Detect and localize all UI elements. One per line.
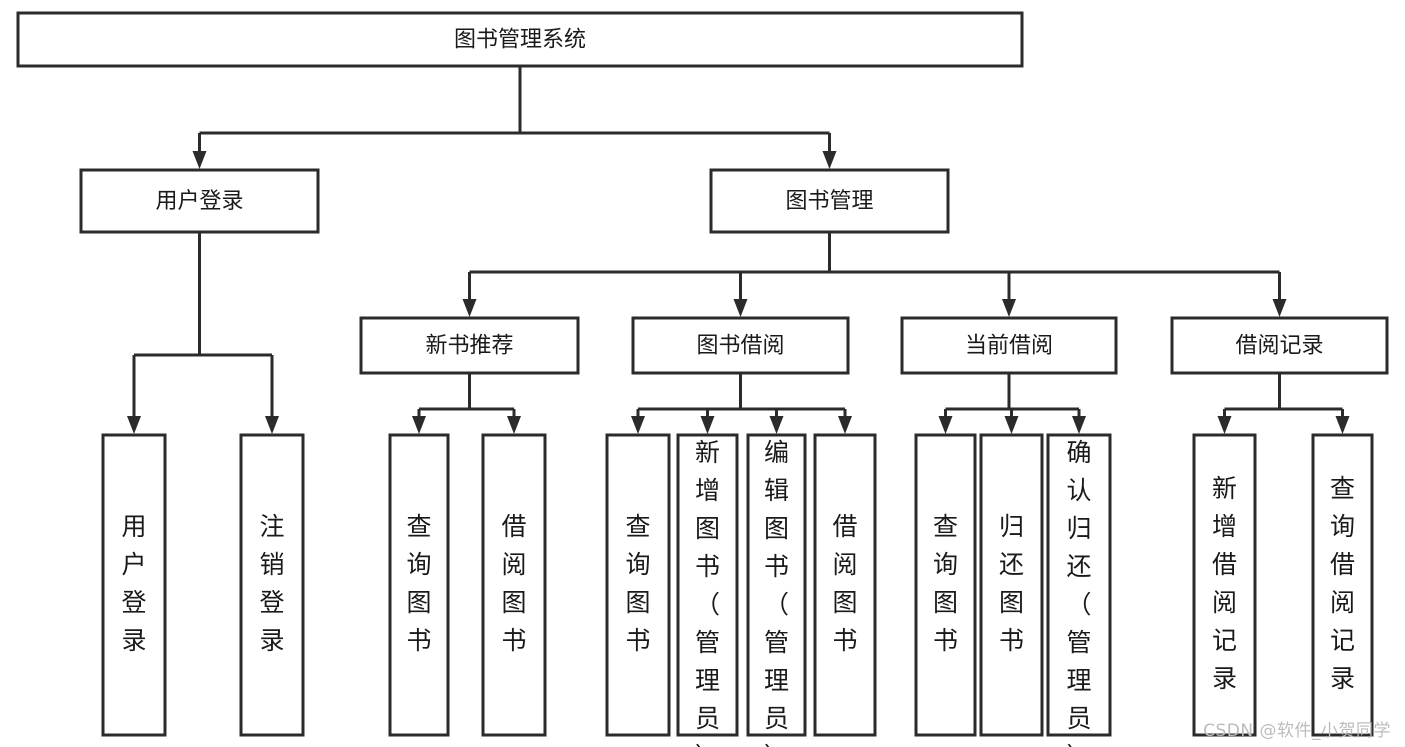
node-box (79, 168, 320, 234)
node-current-borrow[interactable]: 当前借阅 (900, 316, 1118, 375)
node-box (359, 316, 580, 375)
node-label: 查询图书 (933, 512, 958, 655)
watermark-text: CSDN @软件_小贺同学 (1203, 721, 1391, 741)
node-box (1192, 433, 1257, 737)
node-label: 当前借阅 (965, 334, 1053, 359)
node-box (676, 433, 739, 737)
node-leaf-add-book[interactable]: 新增图书（管理员） (676, 433, 739, 747)
arrow-head-icon (127, 416, 141, 434)
node-label: 用户登录 (155, 189, 243, 214)
node-label: 用户登录 (121, 512, 146, 655)
arrow-head-icon (1072, 416, 1086, 434)
arrow-head-icon (1002, 299, 1016, 317)
node-leaf-user-login[interactable]: 用户登录 (101, 433, 167, 737)
node-leaf-borrow-book-2[interactable]: 借阅图书 (813, 433, 877, 737)
node-leaf-query-book-1[interactable]: 查询图书 (388, 433, 450, 737)
nodes-layer: 图书管理系统用户登录图书管理新书推荐图书借阅当前借阅借阅记录用户登录注销登录查询… (16, 11, 1389, 747)
node-leaf-logout[interactable]: 注销登录 (239, 433, 305, 737)
node-borrow-record[interactable]: 借阅记录 (1170, 316, 1389, 375)
node-label: 图书借阅 (696, 334, 784, 359)
arrow-head-icon (938, 416, 953, 434)
node-box (813, 433, 877, 737)
node-leaf-query-book-2[interactable]: 查询图书 (605, 433, 671, 737)
node-box (239, 433, 305, 737)
node-leaf-query-book-3[interactable]: 查询图书 (914, 433, 977, 737)
arrow-head-icon (700, 416, 715, 434)
arrow-head-icon (1217, 416, 1232, 434)
node-label: 借阅图书 (832, 512, 857, 655)
node-user-login[interactable]: 用户登录 (79, 168, 320, 234)
node-leaf-query-record[interactable]: 查询借阅记录 (1311, 433, 1374, 737)
node-box (746, 433, 807, 737)
node-book-borrow[interactable]: 图书借阅 (631, 316, 850, 375)
node-label: 新书推荐 (425, 334, 513, 359)
node-label: 图书管理系统 (454, 28, 586, 53)
node-box (914, 433, 977, 737)
arrow-head-icon (838, 416, 852, 434)
node-new-book-recommend[interactable]: 新书推荐 (359, 316, 580, 375)
arrow-head-icon (192, 151, 207, 169)
node-label: 注销登录 (259, 512, 284, 655)
arrow-head-icon (412, 416, 426, 434)
node-box (388, 433, 450, 737)
node-leaf-return-book[interactable]: 归还图书 (979, 433, 1044, 737)
node-label: 图书管理 (785, 189, 873, 214)
arrow-head-icon (769, 416, 784, 434)
node-label: 借阅图书 (501, 512, 526, 655)
node-label: 编辑图书（管理员） (764, 438, 789, 747)
edges-layer (127, 66, 1350, 434)
node-box (481, 433, 547, 737)
node-label: 新增图书（管理员） (695, 438, 720, 747)
node-label: 查询借阅记录 (1330, 474, 1355, 693)
node-box (101, 433, 167, 737)
arrow-head-icon (1272, 299, 1287, 317)
arrow-head-icon (733, 299, 748, 317)
node-label: 确认归还（管理员） (1066, 438, 1091, 747)
node-leaf-confirm-return[interactable]: 确认归还（管理员） (1046, 433, 1112, 747)
node-label: 归还图书 (999, 512, 1024, 655)
node-box (605, 433, 671, 737)
node-leaf-edit-book[interactable]: 编辑图书（管理员） (746, 433, 807, 747)
arrow-head-icon (462, 299, 477, 317)
arrow-head-icon (822, 151, 837, 169)
node-box (709, 168, 950, 234)
node-box (631, 316, 850, 375)
arrow-head-icon (265, 416, 279, 434)
node-root[interactable]: 图书管理系统 (16, 11, 1024, 68)
node-label: 查询图书 (406, 512, 431, 655)
arrow-head-icon (631, 416, 645, 434)
node-box (1046, 433, 1112, 737)
node-label: 查询图书 (625, 512, 650, 655)
node-box (979, 433, 1044, 737)
node-box (1311, 433, 1374, 737)
arrow-head-icon (1335, 416, 1350, 434)
arrow-head-icon (507, 416, 521, 434)
node-box (900, 316, 1118, 375)
node-box (16, 11, 1024, 68)
node-box (1170, 316, 1389, 375)
node-label: 借阅记录 (1235, 334, 1323, 359)
node-leaf-borrow-book-1[interactable]: 借阅图书 (481, 433, 547, 737)
node-leaf-add-record[interactable]: 新增借阅记录 (1192, 433, 1257, 737)
arrow-head-icon (1004, 416, 1019, 434)
node-label: 新增借阅记录 (1212, 474, 1237, 693)
node-book-management[interactable]: 图书管理 (709, 168, 950, 234)
